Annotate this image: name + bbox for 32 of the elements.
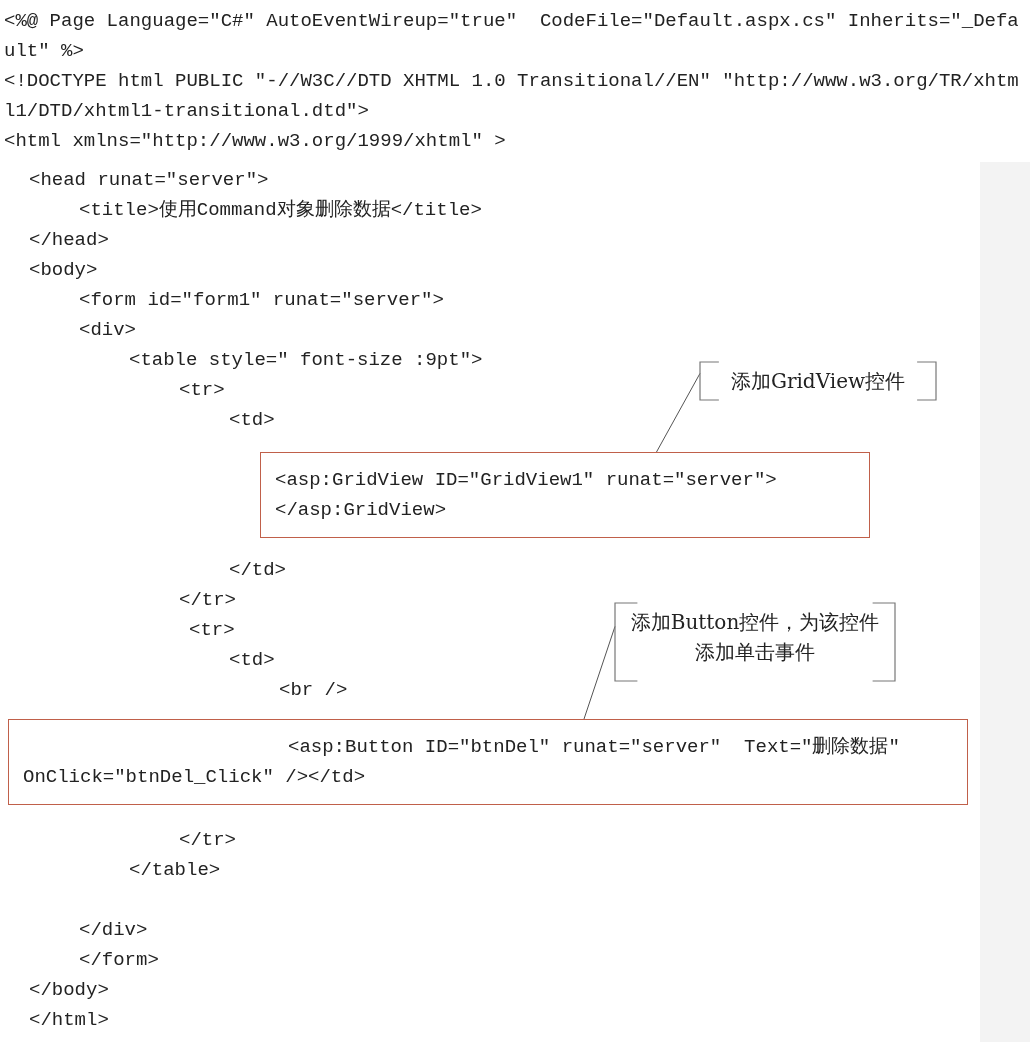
code-text: <asp:Button ID="btnDel" runat="server" Text="删除数据" OnClick="btnDel_Click" /></td> xyxy=(23,735,901,790)
code-line: <html xmlns="http://www.w3.org/1999/xhtml" > xyxy=(4,129,506,154)
code-line: </head> xyxy=(29,228,109,253)
code-line: <div> xyxy=(79,318,136,343)
code-line: </div> xyxy=(79,918,148,943)
code-line: </body> xyxy=(29,978,109,1003)
code-line: </html> xyxy=(29,1008,109,1033)
callout-text: 添加GridView控件 xyxy=(729,368,907,395)
code-line: </tr> xyxy=(179,828,236,853)
code-line: <tr> xyxy=(179,378,225,403)
code-line: <form id="form1" runat="server"> xyxy=(79,288,444,313)
code-line: </td> xyxy=(229,558,286,583)
code-line: </form> xyxy=(79,948,159,973)
code-line: <br /> xyxy=(279,678,348,703)
callout-bracket xyxy=(615,603,895,681)
code-line: </tr> xyxy=(179,588,236,613)
code-text: <asp:GridView ID="GridView1" runat="server"> </asp:GridView> xyxy=(275,468,778,523)
code-line: <td> xyxy=(229,648,275,673)
code-line: <td> xyxy=(229,408,275,433)
callout-text: 添加Button控件，为该控件添加单击事件 xyxy=(629,609,881,666)
code-line: <head runat="server"> xyxy=(29,168,269,193)
code-line: <table style=" font-size :9pt"> xyxy=(129,348,483,373)
highlight-box xyxy=(260,452,870,538)
callout-bracket xyxy=(700,362,936,400)
highlight-box xyxy=(8,719,968,805)
leader-line xyxy=(656,372,701,453)
code-line: <title>使用Command对象删除数据</title> xyxy=(79,198,482,223)
code-line: <%@ Page Language="C#" AutoEventWireup="true" CodeFile="Default.aspx.cs" Inherits="_Default" %> xyxy=(4,9,1020,64)
code-line: <tr> xyxy=(189,618,235,643)
code-line: <!DOCTYPE html PUBLIC "-//W3C//DTD XHTML 1.0 Transitional//EN" "http://www.w3.org/TR/xhtml1/DTD/xhtml1-transitional.dtd"> xyxy=(4,69,1020,124)
code-line: <body> xyxy=(29,258,98,283)
code-line: </table> xyxy=(129,858,221,883)
